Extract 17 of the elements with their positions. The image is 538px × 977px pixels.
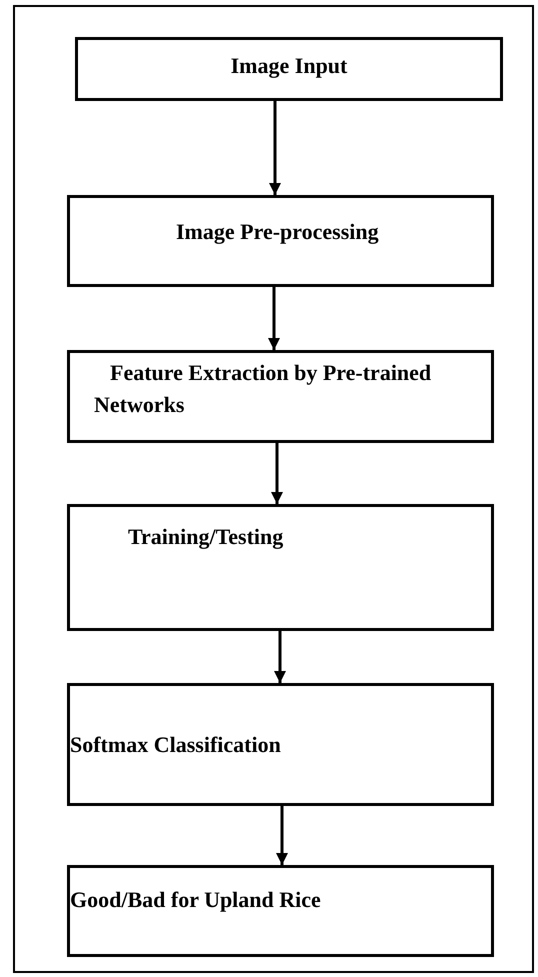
step-label: Image Pre-processing (176, 218, 380, 246)
process-box (67, 683, 494, 806)
arrow (274, 631, 286, 683)
step-label: Good/Bad for Upland Rice (70, 886, 322, 914)
process-box (67, 350, 494, 443)
step-label: Image Input (230, 52, 348, 80)
step-label: Training/Testing (128, 523, 284, 551)
arrow (268, 287, 280, 350)
step-label: Feature Extraction by Pre-trained Networks (94, 359, 432, 419)
process-box (67, 195, 494, 287)
arrow (276, 806, 288, 865)
process-box (75, 37, 503, 101)
arrow (269, 101, 281, 195)
arrow (271, 443, 283, 504)
step-label: Softmax Classification (70, 731, 282, 759)
process-box (67, 865, 494, 957)
process-box (67, 504, 494, 631)
